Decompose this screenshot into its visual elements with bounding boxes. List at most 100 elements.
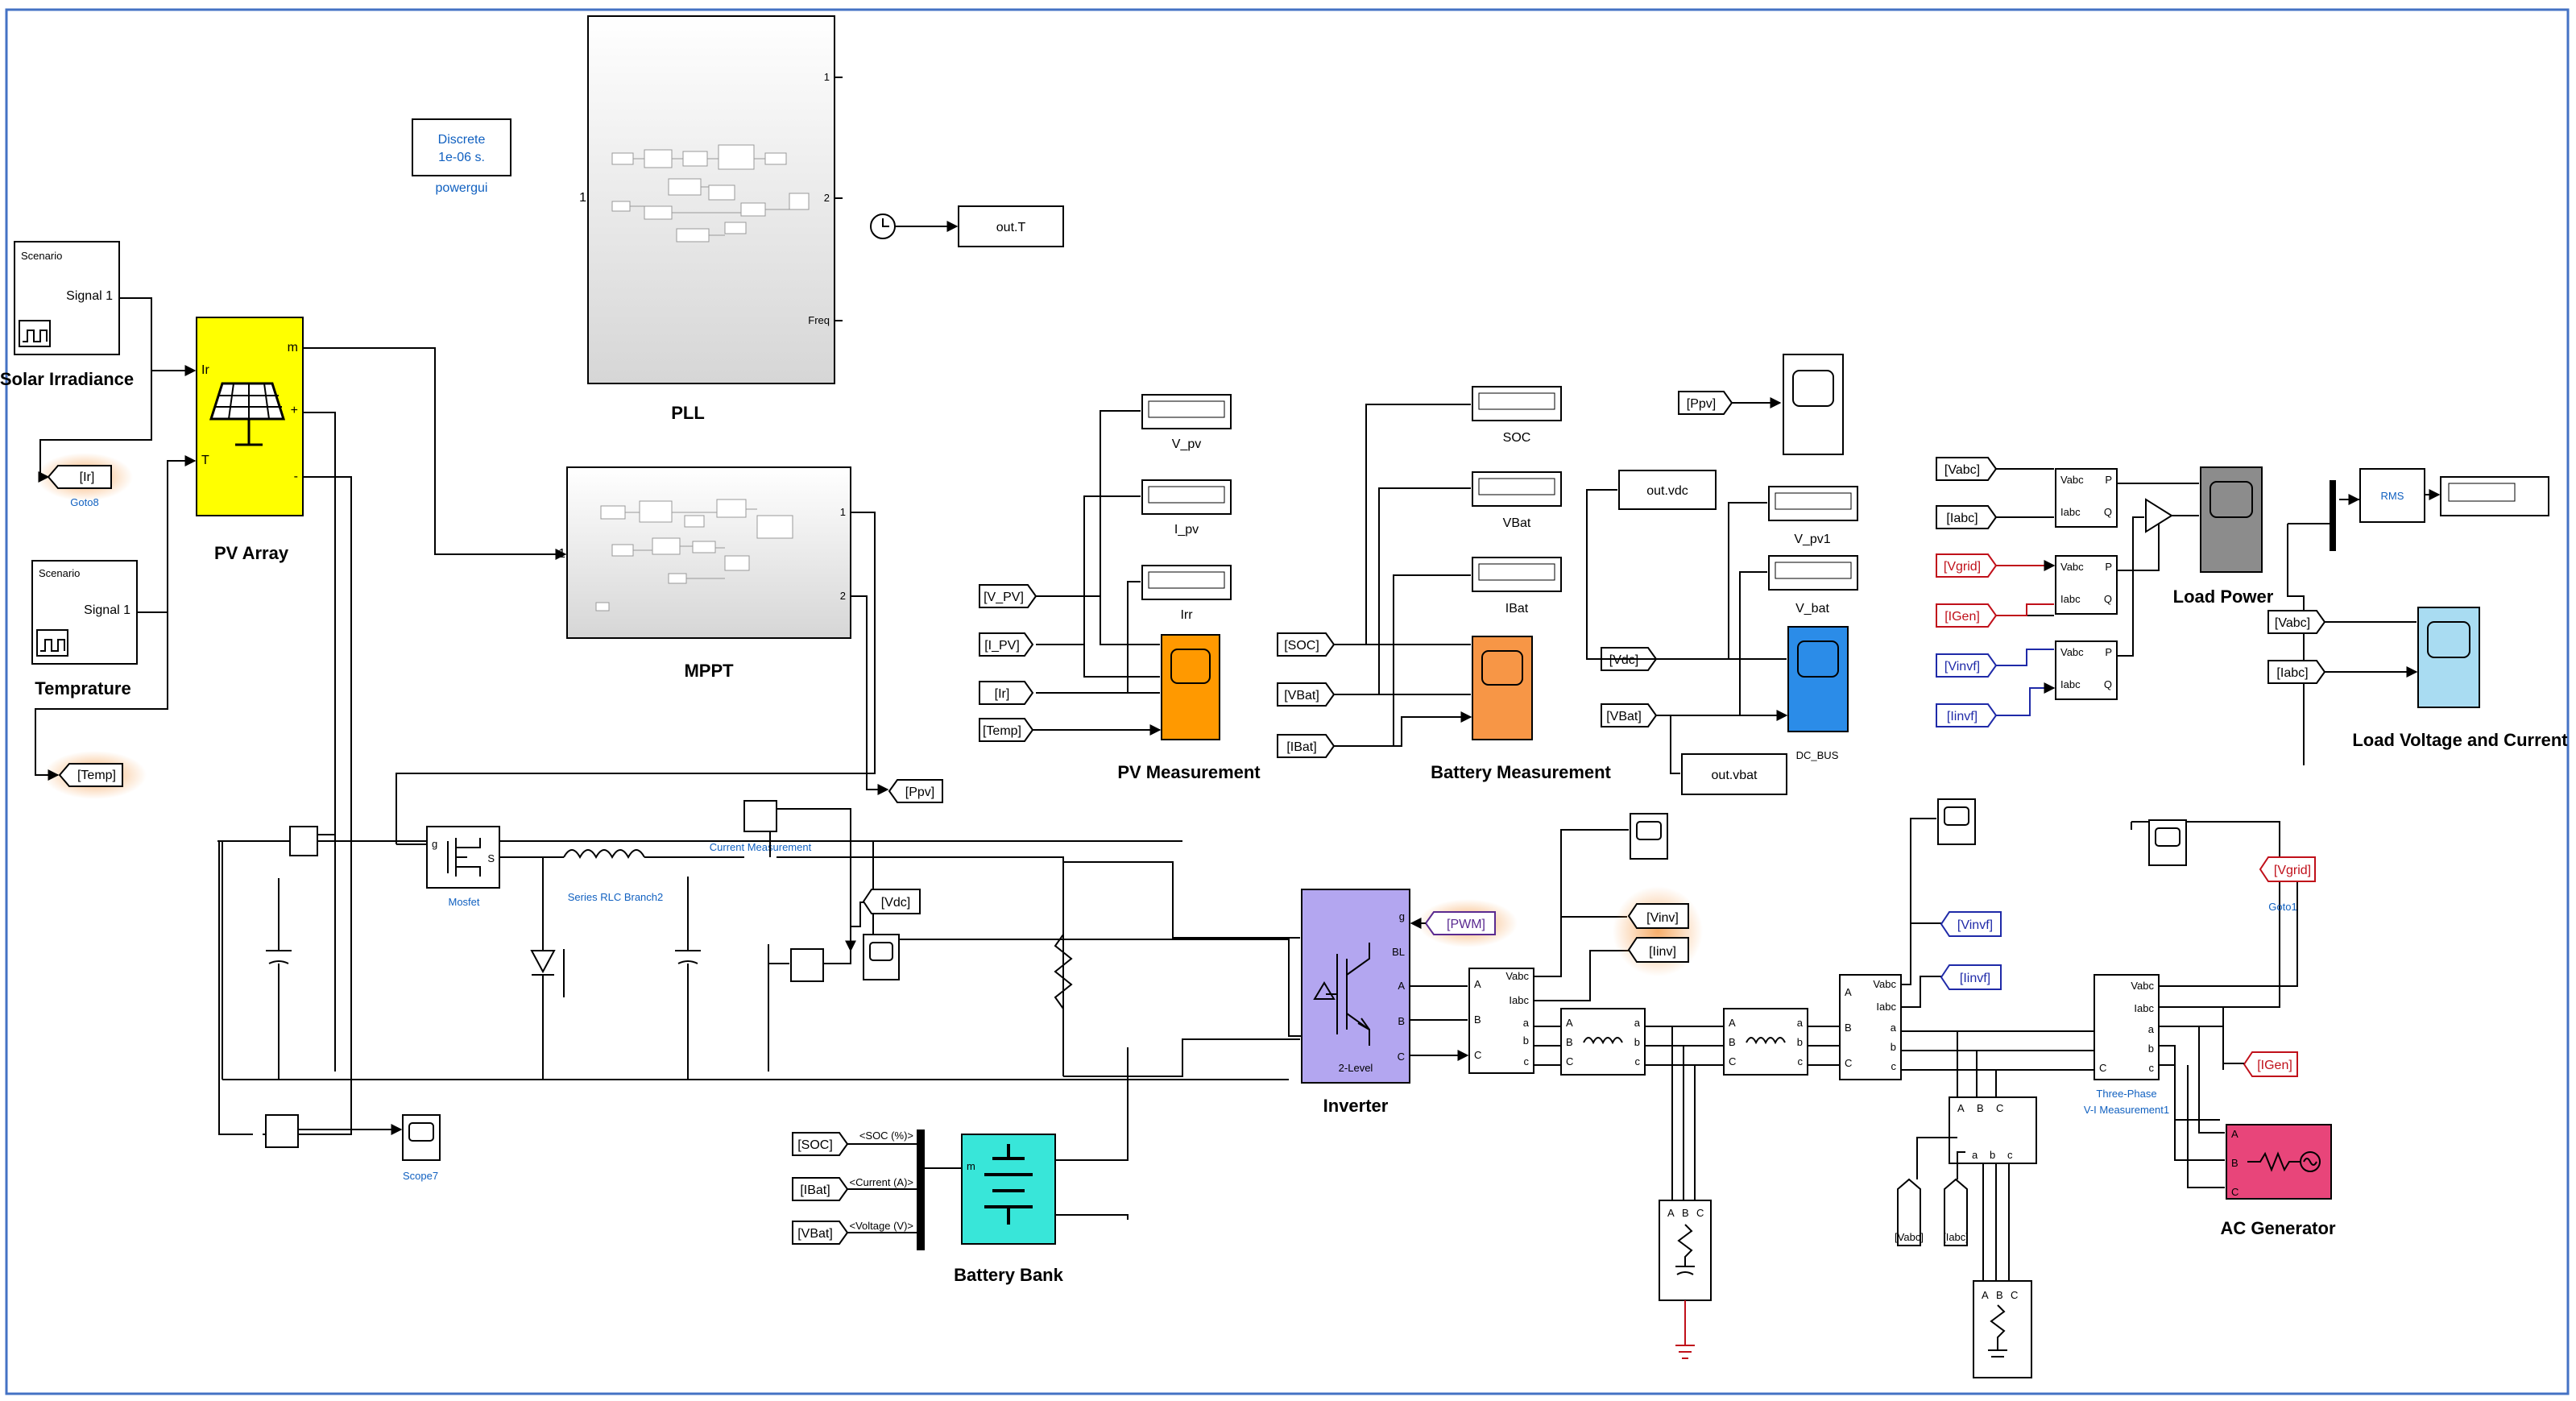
pq1-vabc: Vabc [2060, 474, 2084, 486]
to-workspace-out-vdc[interactable]: out.vdc [1618, 470, 1717, 510]
tpm-la: a [2148, 1023, 2155, 1035]
solar-irradiance-block[interactable]: Scenario Signal 1 Solar Irradiance [0, 241, 134, 389]
pll-subsystem[interactable]: 1 1 2 Freq PLL [579, 15, 835, 423]
load-vi-group: RMS [Vabc] [Iabc] Load Voltage and Curre… [2267, 468, 2568, 765]
from-iinvf-label: [Iinvf] [1947, 710, 1978, 723]
current-measurement-block[interactable]: Current Measurement [710, 800, 812, 853]
goto-temp[interactable]: [Temp] [43, 751, 147, 799]
from-vinvf[interactable]: [Vinvf] [1936, 653, 1998, 678]
from-v-pv[interactable]: [V_PV] [979, 584, 1037, 608]
display-vbat[interactable]: VBat [1472, 471, 1562, 530]
three-phase-inductor-1[interactable]: A B C a b c [1560, 1008, 1646, 1076]
grid-scope[interactable] [2148, 819, 2187, 866]
mosfet-s: S [487, 852, 495, 864]
from-v-pv-label: [V_PV] [984, 591, 1024, 604]
from-ibat[interactable]: [IBat] [1277, 734, 1336, 758]
pv-measurement-scope[interactable]: PV Measurement [1117, 634, 1261, 782]
dc-bus-scope[interactable]: DC_BUS [1787, 626, 1849, 761]
vim1-vabc: Vabc [1505, 970, 1529, 982]
goto-vinv[interactable]: [Vinv] [Iinv] [1613, 886, 1703, 976]
from-soc[interactable]: [SOC] [1277, 632, 1336, 657]
v-pv1-label: V_pv1 [1794, 533, 1830, 546]
vinv-scope[interactable] [1630, 813, 1668, 860]
three-phase-rc-filter[interactable]: A B C [1659, 1200, 1712, 1301]
three-phase-vi-measurement1[interactable]: Vabc Iabc a b c C Three-Phase V-I Measur… [2084, 974, 2169, 1116]
inverter-block[interactable]: g BL A B C 2-Level Inverter [1301, 889, 1410, 1116]
display-v-pv1[interactable]: V_pv1 [1768, 486, 1858, 546]
vinvf-scope[interactable] [1937, 798, 1976, 845]
pv-port-minus: - [294, 470, 298, 483]
mppt-subsystem[interactable]: 1 1 2 MPPT [558, 466, 851, 681]
from-iinvf[interactable]: [Iinvf] [1936, 703, 1998, 727]
goto-ibat[interactable]: [IBat] [792, 1177, 849, 1201]
display-i-pv[interactable]: I_pv [1141, 479, 1232, 537]
from-iabc-vi[interactable]: [Iabc] [2267, 660, 2326, 684]
voltage-sensor-pv[interactable] [289, 826, 318, 856]
goto-soc[interactable]: [SOC] [792, 1132, 849, 1156]
series-rlc-block[interactable]: Series RLC Branch2 [563, 849, 663, 903]
rms-display[interactable] [2440, 476, 2549, 516]
diode-block[interactable] [530, 857, 565, 1080]
clock-block[interactable] [870, 213, 896, 239]
from-ir[interactable]: [Ir] [979, 681, 1034, 705]
display-ibat[interactable]: IBat [1472, 557, 1562, 616]
voltage-sensor-pv-bottom[interactable] [265, 1114, 299, 1148]
goto-ppv-mppt[interactable]: [Ppv] [888, 779, 943, 803]
rms-block[interactable]: RMS [2359, 468, 2425, 523]
display-v-pv[interactable]: V_pv [1141, 394, 1232, 451]
vdc-scope[interactable] [863, 934, 900, 980]
three-phase-inductor-2[interactable]: A B C a b c [1723, 1008, 1808, 1076]
to-workspace-out-t[interactable]: out.T [958, 205, 1064, 247]
from-vbat-dc[interactable]: [VBat] [1601, 703, 1658, 727]
goto1-vgrid[interactable]: [Vgrid] Goto1 [2259, 856, 2316, 913]
to-workspace-out-vbat[interactable]: out.vbat [1681, 753, 1787, 795]
from-vabc-vi[interactable]: [Vabc] [2267, 610, 2326, 634]
bus-selector[interactable] [2330, 480, 2336, 551]
temperature-title: Temprature [35, 678, 130, 698]
goto-ir[interactable]: [Ir] Goto8 [36, 453, 133, 508]
battery-bus-selector[interactable] [917, 1130, 925, 1250]
from-vbat-meas[interactable]: [VBat] [1277, 682, 1336, 707]
ac-generator-block[interactable]: A B C AC Generator [2220, 1124, 2336, 1238]
display-soc[interactable]: SOC [1472, 386, 1562, 445]
pv-array-block[interactable]: Ir T m + - PV Array [196, 317, 304, 563]
vi-measurement-filter[interactable]: A B C Vabc Iabc a b c [1839, 974, 1902, 1080]
from-vabc-lp[interactable]: [Vabc] [1936, 457, 1998, 481]
from-i-pv[interactable]: [I_PV] [979, 632, 1034, 657]
display-v-bat[interactable]: V_bat [1768, 555, 1858, 616]
from-temp[interactable]: [Temp] [979, 718, 1034, 742]
from-pwm[interactable]: [PWM] [1418, 899, 1518, 947]
pq-meas-2[interactable]: Vabc Iabc P Q [2055, 555, 2118, 615]
iabc-tag-label: [Iabc] [1943, 1231, 1969, 1243]
pq-meas-1[interactable]: Vabc Iabc P Q [2055, 468, 2118, 528]
from-ppv[interactable]: [Ppv] [1678, 391, 1733, 415]
three-phase-load[interactable]: A B C [1973, 1280, 2032, 1378]
goto-iabc[interactable]: [Iabc] [1943, 1178, 1969, 1246]
battery-bank-block[interactable]: m Battery Bank [954, 1134, 1064, 1285]
temperature-block[interactable]: Scenario Signal 1 Temprature [31, 560, 138, 698]
pq-meas-3[interactable]: Vabc Iabc P Q [2055, 640, 2118, 700]
from-vgrid[interactable]: [Vgrid] [1936, 553, 1998, 578]
mosfet-block[interactable]: g S Mosfet [426, 826, 500, 908]
vi-measurement-load[interactable]: A B C a b c [1949, 1096, 2037, 1164]
scope7[interactable]: Scope7 [402, 1114, 441, 1182]
from-iabc-lp[interactable]: [Iabc] [1936, 505, 1998, 529]
ppv-scope[interactable] [1783, 354, 1844, 455]
load-power-scope[interactable]: Load Power [2173, 466, 2274, 607]
battery-measurement-scope[interactable]: Battery Measurement [1431, 636, 1612, 782]
goto-vdc[interactable]: [Vdc] [862, 889, 921, 914]
goto-iinvf[interactable]: [Iinvf] [1940, 964, 2002, 990]
goto-vinvf[interactable]: [Vinvf] [1940, 911, 2002, 937]
display-irr[interactable]: Irr [1141, 565, 1232, 622]
load-vi-scope[interactable]: Load Voltage and Current [2352, 607, 2568, 750]
vi-measurement-inverter[interactable]: A B C Vabc Iabc a b c [1468, 968, 1534, 1074]
goto-vabc[interactable]: [Vabc] [1895, 1178, 1924, 1246]
dc-resistor[interactable] [1054, 934, 1073, 1009]
voltage-sensor-dc[interactable] [790, 948, 824, 982]
from-igen[interactable]: [IGen] [1936, 603, 1998, 628]
battery-measurement-title: Battery Measurement [1431, 762, 1611, 782]
goto-vbat[interactable]: [VBat] [792, 1221, 849, 1245]
powergui-block[interactable]: Discrete 1e-06 s. powergui [412, 118, 511, 195]
sum-block-load-power[interactable] [2145, 498, 2173, 533]
goto-igen[interactable]: [IGen] [2243, 1051, 2298, 1077]
